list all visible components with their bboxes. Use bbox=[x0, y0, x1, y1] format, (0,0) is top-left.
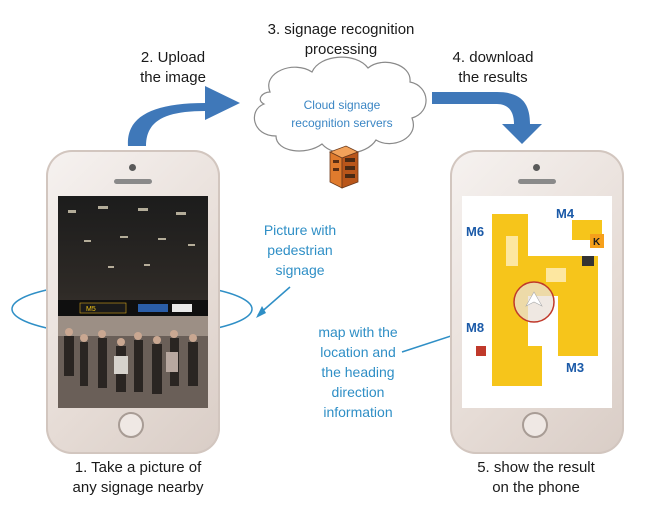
download-arrow bbox=[432, 92, 542, 144]
map-sign-m6: M6 bbox=[466, 224, 484, 239]
location-marker-icon bbox=[513, 281, 555, 323]
cloud-shape bbox=[253, 56, 427, 154]
photo-sign-m5: M5 bbox=[86, 306, 96, 313]
left-phone: M5 bbox=[46, 150, 220, 454]
home-button-icon bbox=[118, 412, 144, 438]
map-sign-m4: M4 bbox=[556, 206, 575, 221]
map-sign-m3: M3 bbox=[566, 360, 584, 375]
speaker-slot bbox=[518, 179, 556, 184]
upload-arrow bbox=[127, 86, 240, 146]
right-phone-screen: M4 M6 M8 M3 K bbox=[462, 196, 612, 408]
picture-annotation: Picture with pedestrian signage bbox=[263, 222, 337, 278]
camera-icon bbox=[129, 164, 136, 171]
signage-photo: M5 bbox=[58, 196, 208, 408]
map-sign-k: K bbox=[593, 237, 601, 248]
map-annotation: map with the location and the heading di… bbox=[318, 324, 398, 420]
picture-pointer-head bbox=[256, 306, 266, 318]
left-phone-screen: M5 bbox=[58, 196, 208, 408]
camera-icon bbox=[533, 164, 540, 171]
server-icon bbox=[329, 145, 359, 189]
right-phone: M4 M6 M8 M3 K bbox=[450, 150, 624, 454]
station-map: M4 M6 M8 M3 K bbox=[462, 196, 612, 408]
map-sign-m8: M8 bbox=[466, 320, 484, 335]
speaker-slot bbox=[114, 179, 152, 184]
home-button-icon bbox=[522, 412, 548, 438]
